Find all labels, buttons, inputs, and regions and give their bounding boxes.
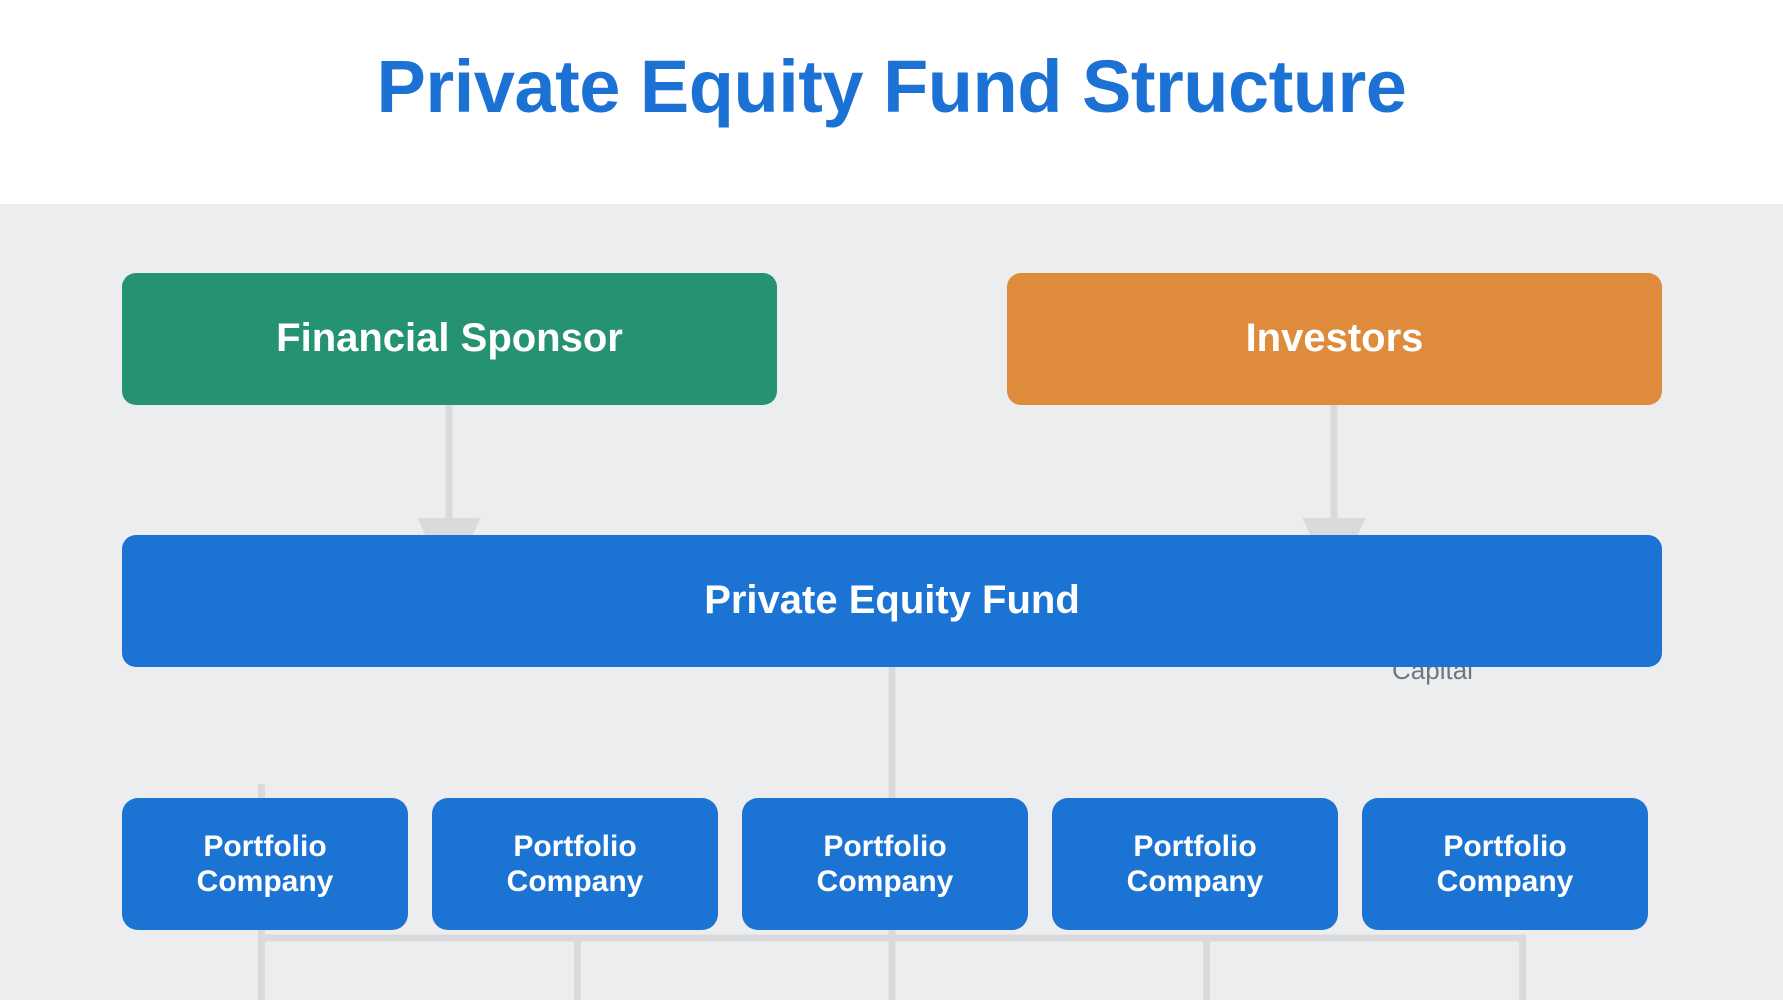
node-investors-label: Investors [1245,316,1424,361]
node-investors[interactable]: Investors [1007,273,1662,405]
node-private-equity-fund[interactable]: Private Equity Fund [122,535,1662,667]
node-private-equity-fund-label: Private Equity Fund [704,578,1080,623]
header-band: Private Equity Fund Structure [0,0,1783,204]
diagram-canvas: Capital Financial Sponsor Investors Priv… [0,204,1783,1000]
node-financial-sponsor[interactable]: Financial Sponsor [122,273,777,405]
node-financial-sponsor-label: Financial Sponsor [276,316,623,361]
page-title: Private Equity Fund Structure [376,45,1407,128]
portfolio-drop-arrows [258,938,1526,1000]
